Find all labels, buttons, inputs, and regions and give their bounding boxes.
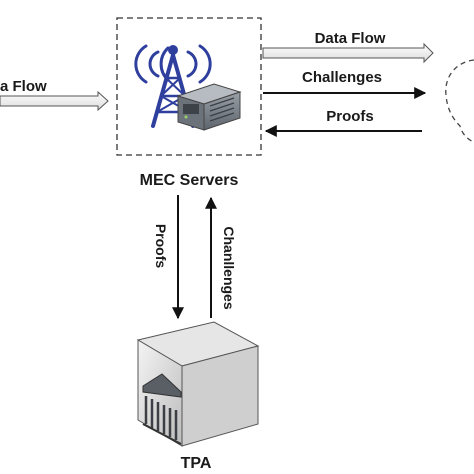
left-data-flow-arrow — [0, 90, 109, 112]
building-icon — [136, 321, 260, 447]
cloud-edge-icon — [445, 59, 474, 143]
proofs-right: Proofs — [264, 108, 422, 137]
challenges-right: Challenges — [263, 69, 427, 99]
challenges-up-label: Chanllenges — [221, 226, 237, 309]
mec-servers-label: MEC Servers — [140, 172, 239, 189]
server-icon — [176, 83, 242, 131]
proofs-right-label: Proofs — [326, 108, 374, 125]
right-data-flow: Data Flow — [262, 30, 434, 64]
proofs-down-label: Proofs — [153, 224, 169, 269]
left-data-flow-label: a Flow — [0, 78, 47, 95]
right-data-flow-arrow — [262, 42, 434, 64]
mec-server-node: MEC Servers — [116, 17, 262, 189]
proofs-down: Proofs — [153, 195, 184, 320]
tpa-label: TPA — [181, 455, 212, 472]
right-data-flow-label: Data Flow — [315, 30, 386, 47]
left-data-flow: a Flow — [0, 78, 109, 112]
challenges-up: Chanllenges — [205, 196, 237, 318]
challenges-right-label: Challenges — [302, 69, 382, 86]
mec-dashed-box — [116, 17, 262, 156]
